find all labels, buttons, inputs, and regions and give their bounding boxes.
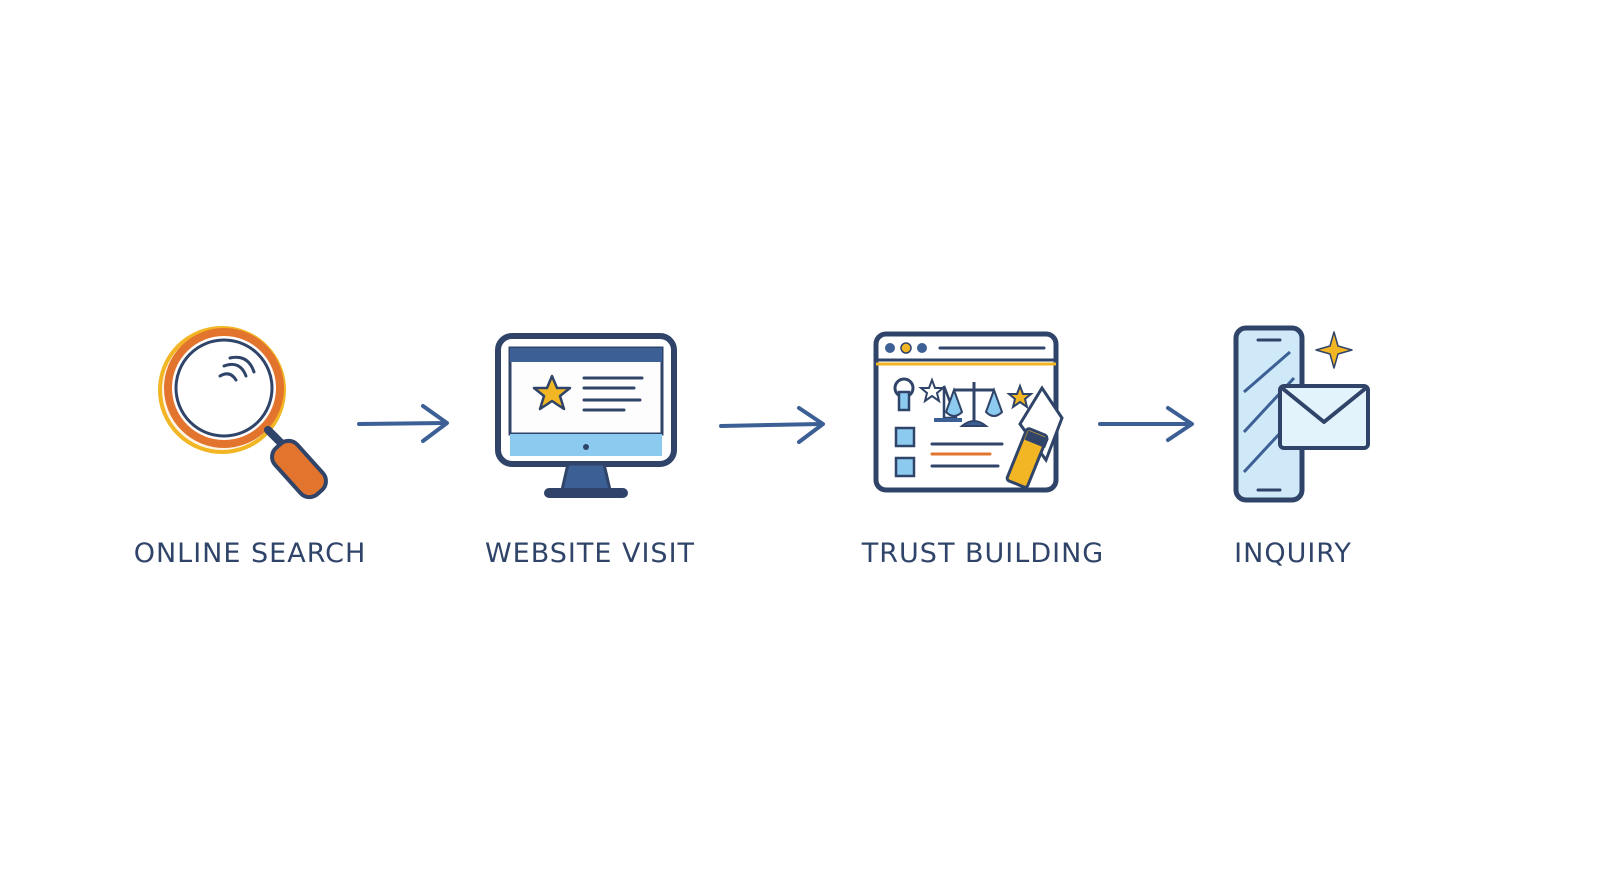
- arrow-right-icon: [1098, 406, 1194, 442]
- step-label: ONLINE SEARCH: [133, 538, 367, 569]
- desktop-monitor-icon: [495, 333, 677, 498]
- arrow-right-icon: [357, 404, 449, 443]
- step-label: WEBSITE VISIT: [484, 538, 696, 569]
- step-label: INQUIRY: [1234, 538, 1352, 569]
- browser-trust-icon: [873, 331, 1064, 493]
- phone-envelope-icon: [1233, 325, 1370, 503]
- magnifying-glass-icon: [158, 326, 328, 500]
- step-label: TRUST BUILDING: [861, 538, 1105, 569]
- arrow-right-icon: [719, 406, 825, 444]
